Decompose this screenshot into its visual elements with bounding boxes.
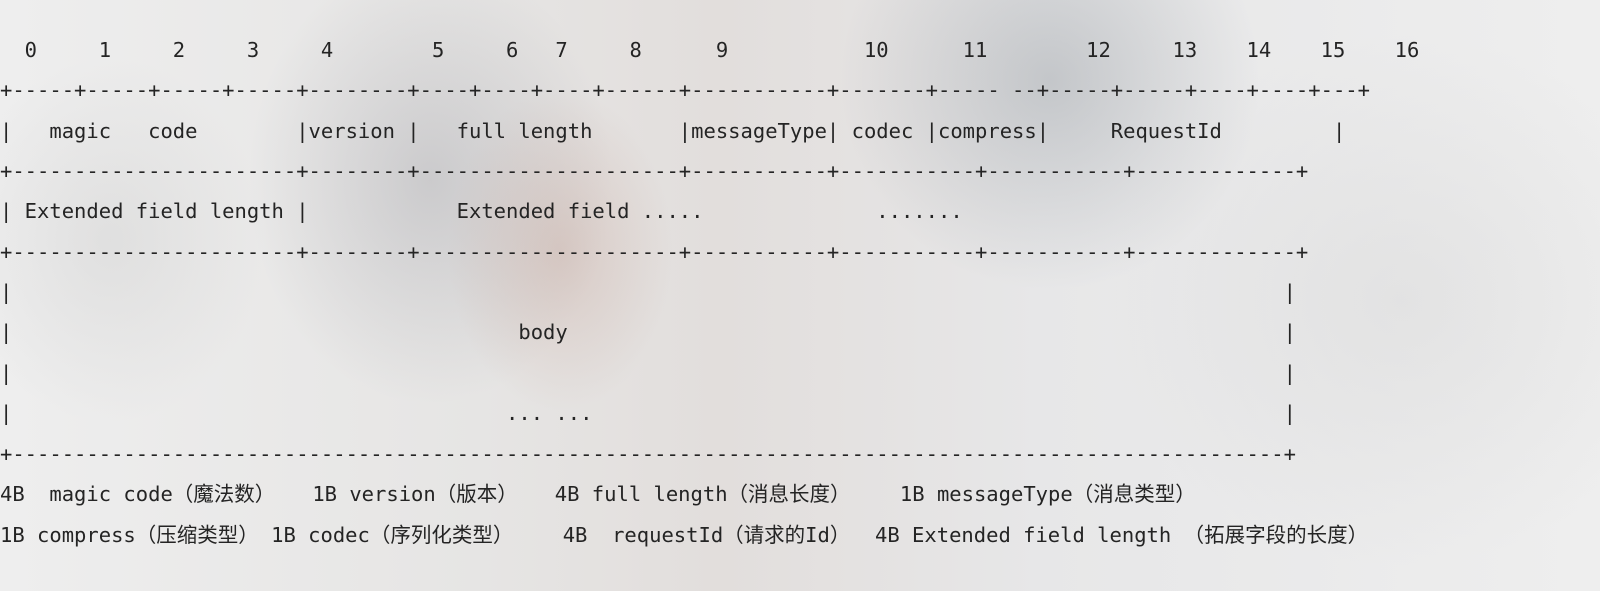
border-mid-1: +-----------------------+--------+------…	[0, 159, 1309, 183]
byte-index-row: 0 1 2 3 4 5 6 7 8 9 10 11 12 13 14 15 16	[0, 38, 1420, 62]
border-bottom: +---------------------------------------…	[0, 442, 1296, 466]
extended-field-row: | Extended field length | Extended field…	[0, 199, 963, 223]
body-row-2: | body |	[0, 320, 1296, 344]
header-row: | magic code |version | full length |mes…	[0, 119, 1346, 143]
legend-line-1: 4B magic code（魔法数） 1B version（版本） 4B ful…	[0, 482, 1196, 506]
body-row-4: | ... ... |	[0, 401, 1296, 425]
legend-line-2: 1B compress（压缩类型） 1B codec（序列化类型） 4B req…	[0, 523, 1369, 547]
body-row-1: | |	[0, 280, 1296, 304]
body-row-3: | |	[0, 361, 1296, 385]
border-mid-2: +-----------------------+--------+------…	[0, 240, 1309, 264]
border-top: +-----+-----+-----+-----+--------+----+-…	[0, 78, 1370, 102]
